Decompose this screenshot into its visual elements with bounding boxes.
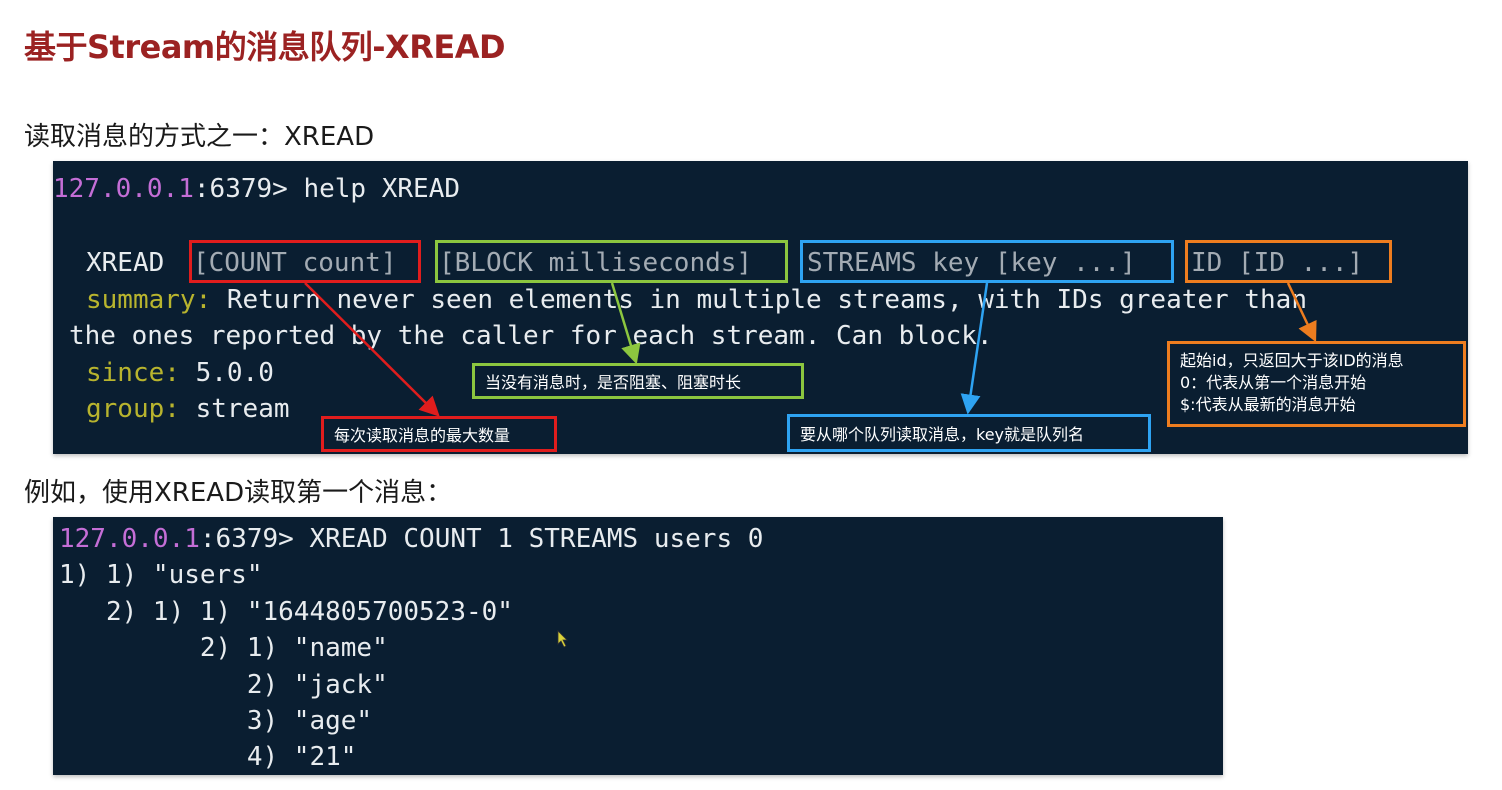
count-highlight-box bbox=[189, 240, 421, 283]
id-note-line-1: 起始id，只返回大于该ID的消息 bbox=[1180, 351, 1404, 370]
prompt-port: :6379> bbox=[193, 174, 304, 204]
id-note-line-3: $:代表从最新的消息开始 bbox=[1180, 395, 1356, 414]
id-note: 起始id，只返回大于该ID的消息 0：代表从第一个消息开始 $:代表从最新的消息… bbox=[1167, 341, 1466, 427]
output-line-2: 2) 1) 1) "1644805700523-0" bbox=[59, 597, 513, 627]
mouse-cursor-icon bbox=[557, 630, 568, 648]
summary-text-1: Return never seen elements in multiple s… bbox=[211, 285, 1307, 315]
help-prompt-line: 127.0.0.1:6379> help XREAD bbox=[53, 171, 460, 207]
id-note-line-2: 0：代表从第一个消息开始 bbox=[1180, 373, 1367, 392]
example-prompt-port: :6379> bbox=[199, 524, 310, 554]
output-line-5: 3) "age" bbox=[59, 706, 373, 736]
group-line: group: stream bbox=[86, 391, 290, 427]
page-title: 基于Stream的消息队列-XREAD bbox=[24, 28, 506, 66]
block-highlight-box bbox=[435, 240, 788, 283]
output-line-1: 1) 1) "users" bbox=[59, 560, 263, 590]
since-value: 5.0.0 bbox=[179, 358, 274, 388]
output-line-3: 2) 1) "name" bbox=[59, 633, 388, 663]
example-command: XREAD COUNT 1 STREAMS users 0 bbox=[309, 524, 764, 554]
since-label: since: bbox=[86, 358, 180, 388]
example-terminal: 127.0.0.1:6379> XREAD COUNT 1 STREAMS us… bbox=[53, 517, 1223, 775]
arg-count: [COUNT count] bbox=[193, 248, 397, 278]
arg-block: [BLOCK milliseconds] bbox=[439, 248, 753, 278]
xread-syntax-cmd: XREAD bbox=[86, 248, 165, 278]
streams-highlight-box bbox=[800, 240, 1174, 283]
summary-label: summary: bbox=[86, 285, 212, 315]
arg-streams: STREAMS key [key ...] bbox=[807, 248, 1136, 278]
group-value: stream bbox=[179, 394, 290, 424]
since-line: since: 5.0.0 bbox=[86, 355, 274, 391]
summary-line-1: summary: Return never seen elements in m… bbox=[86, 282, 1307, 318]
example-prompt-line: 127.0.0.1:6379> XREAD COUNT 1 STREAMS us… bbox=[59, 521, 763, 557]
count-note: 每次读取消息的最大数量 bbox=[321, 416, 557, 452]
block-note: 当没有消息时，是否阻塞、阻塞时长 bbox=[472, 363, 804, 399]
help-command: help XREAD bbox=[303, 174, 461, 204]
example-intro: 例如，使用XREAD读取第一个消息： bbox=[24, 478, 453, 508]
output-line-6: 4) "21" bbox=[59, 742, 357, 772]
summary-line-2: the ones reported by the caller for each… bbox=[69, 321, 993, 351]
intro-text: 读取消息的方式之一：XREAD bbox=[24, 122, 375, 152]
streams-note: 要从哪个队列读取消息，key就是队列名 bbox=[787, 414, 1151, 452]
output-line-4: 2) "jack" bbox=[59, 670, 388, 700]
example-prompt-host: 127.0.0.1 bbox=[59, 524, 200, 554]
prompt-host: 127.0.0.1 bbox=[53, 174, 194, 204]
arg-id: ID [ID ...] bbox=[1191, 248, 1364, 278]
group-label: group: bbox=[86, 394, 180, 424]
id-highlight-box bbox=[1185, 240, 1392, 283]
